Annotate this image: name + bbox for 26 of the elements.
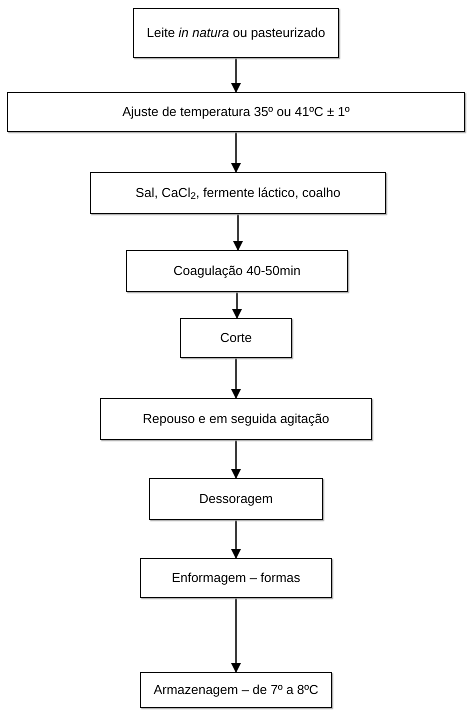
arrow <box>231 358 241 399</box>
step-text: Coagulação 40-50min <box>173 262 301 280</box>
process-box <box>133 8 339 58</box>
arrow <box>232 292 242 319</box>
step-text: Corte <box>220 330 252 346</box>
arrow <box>231 58 241 93</box>
process-box <box>149 478 323 520</box>
process-box <box>7 92 465 132</box>
arrow <box>231 440 241 479</box>
arrow <box>231 598 241 673</box>
step-text: Leite in natura ou pasteurizado <box>146 24 326 42</box>
step-text: Sal, CaCl$_{2}$, fermente láctico, coalho <box>136 184 340 202</box>
process-box <box>140 672 332 708</box>
process-box <box>180 318 292 358</box>
arrow <box>233 214 243 251</box>
arrow <box>231 520 241 559</box>
process-box <box>90 172 386 214</box>
step-text: Dessoragem <box>199 490 273 508</box>
step-text: Ajuste de temperatura 35º ou 41ºC ± 1º <box>122 104 350 120</box>
step-text: Armazenagem – de 7º a 8ºC <box>154 682 318 698</box>
step-text: Enformagem – formas <box>172 570 300 586</box>
process-box <box>100 398 372 440</box>
process-box <box>126 250 348 292</box>
step-text: Repouso e em seguida agitação <box>142 410 330 428</box>
process-box <box>140 558 332 598</box>
arrow <box>231 132 241 173</box>
